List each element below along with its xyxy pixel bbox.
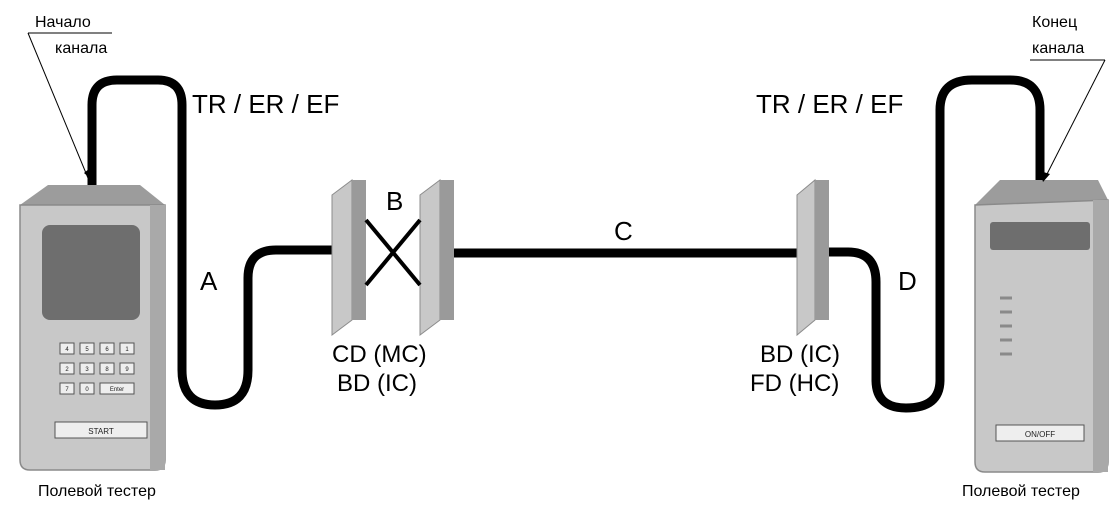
start-button-label: START [88,427,114,436]
key-3: 3 [85,367,89,373]
key-6: 6 [105,347,109,353]
key-enter: Enter [110,387,124,393]
label-tr-right: TR / ER / EF [756,89,903,119]
key-9: 9 [125,367,129,373]
left-tester-caption: Полевой тестер [38,483,156,500]
key-4: 4 [65,347,69,353]
panel-cd-right [419,179,454,336]
keypad: 4 5 6 1 2 3 8 9 7 0 Enter [59,342,135,395]
key-5: 5 [85,347,89,353]
callout-left: Начало канала [27,14,112,180]
callout-left-line1: Начало [35,14,91,31]
right-tester-caption: Полевой тестер [962,483,1080,500]
key-7: 7 [65,387,69,393]
key-1: 1 [125,347,129,353]
callout-right-line2: канала [1032,40,1084,57]
left-field-tester: 4 5 6 1 2 3 8 9 7 0 Enter START [19,185,166,471]
callout-right-line1: Конец [1032,14,1077,31]
key-8: 8 [105,367,109,373]
onoff-button [995,424,1085,442]
panel-label-right-1: BD (IC) [760,341,840,368]
panel-label-left-2: BD (IC) [337,370,417,397]
right-field-tester: ON/OFF [974,180,1109,473]
panel-label-left-1: CD (MC) [332,341,427,368]
patch-cross [364,218,422,287]
key-2: 2 [65,367,69,373]
start-button [54,421,148,439]
key-0: 0 [85,387,89,393]
callout-left-line2: канала [55,40,107,57]
label-segment-c: C [614,216,633,246]
cable-left-loop [87,75,341,410]
panel-bd [796,178,829,337]
label-segment-d: D [898,266,917,296]
onoff-button-label: ON/OFF [1025,430,1055,439]
panel-label-right-2: FD (HC) [750,370,839,397]
panel-cd-left [331,179,366,336]
indicator-leds [1000,296,1012,356]
cable-right-loop [820,75,1045,413]
cables [87,75,1045,413]
callout-right: Конец канала [1030,14,1106,182]
label-segment-a: A [200,266,218,296]
label-tr-left: TR / ER / EF [192,89,339,119]
label-segment-b: B [386,186,403,216]
